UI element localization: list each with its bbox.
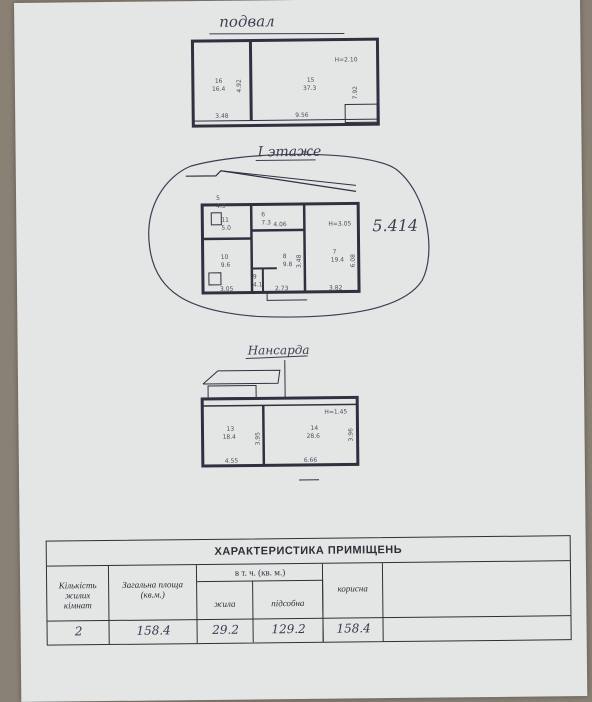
room-13-area: 18.4 <box>223 434 237 441</box>
col-useful-header: корисна <box>323 583 382 594</box>
table-grid: Кількість жилих кімнат Загальна площа (к… <box>47 561 571 644</box>
value-living: 29.2 <box>198 622 254 637</box>
room-7-number: 7 <box>333 249 337 256</box>
room-5-area: 4.9 <box>216 203 226 210</box>
floor1-dim-f: 6.08 <box>350 254 357 268</box>
attic-dim-b: 6.66 <box>304 457 318 464</box>
floor1-dim-b: 3.05 <box>220 286 234 293</box>
basement-dim-b: 7.92 <box>352 86 359 100</box>
basement-dim-c: 3.48 <box>215 113 229 120</box>
attic-dim-c: 3.95 <box>255 432 262 446</box>
document-sheet: подвал 16 16.4 15 37.3 H=2.10 3.48 9.56 … <box>14 0 587 702</box>
room-9-number: 9 <box>253 273 257 280</box>
floor1-plan <box>186 169 359 301</box>
room-8-area: 9.8 <box>283 261 293 268</box>
basement-dim-d: 9.56 <box>295 112 309 119</box>
attic-height: H=1.45 <box>324 408 347 415</box>
handwritten-note: 5.414 <box>372 216 418 235</box>
floor-plan: подвал 16 16.4 15 37.3 H=2.10 3.48 9.56 … <box>14 0 586 543</box>
attic-dim-a: 4.55 <box>225 458 239 465</box>
value-total: 158.4 <box>110 623 198 638</box>
room-16-area: 16.4 <box>212 86 226 93</box>
room-14-number: 14 <box>310 425 318 432</box>
room-10-area: 9.6 <box>221 262 231 269</box>
col-total-header: Загальна площа (кв.м.) <box>109 579 196 600</box>
room-9-area: 4.1 <box>253 281 263 288</box>
room-11-number: 11 <box>221 217 229 224</box>
floor1-dim-c: 2.73 <box>275 285 289 292</box>
floor1-height: H=3.05 <box>328 220 351 227</box>
room-13-number: 13 <box>226 426 234 433</box>
floor1-dim-d: 3.82 <box>329 285 343 292</box>
basement-dim-a: 4.92 <box>236 79 243 93</box>
floor1-dim-a: 4.06 <box>273 221 287 228</box>
basement-label: подвал <box>219 12 275 31</box>
floor1-dim-e: 3.48 <box>296 254 303 268</box>
floor1-label: I этаже <box>257 144 322 161</box>
room-10-number: 10 <box>221 254 229 261</box>
room-15-area: 37.3 <box>303 85 317 92</box>
value-useful: 158.4 <box>324 621 384 636</box>
room-6-number: 6 <box>261 211 265 218</box>
basement-height: H=2.10 <box>335 56 358 63</box>
room-6-area: 7.3 <box>261 219 271 226</box>
room-5-number: 5 <box>216 195 220 202</box>
room-16-number: 16 <box>215 78 223 85</box>
room-8-number: 8 <box>283 253 287 260</box>
value-rooms: 2 <box>48 624 110 639</box>
value-aux: 129.2 <box>254 622 324 637</box>
col-rooms-header: Кількість жилих кімнат <box>47 580 108 611</box>
room-15-number: 15 <box>307 77 315 84</box>
room-14-area: 28.6 <box>307 433 321 440</box>
room-11-area: 5.0 <box>221 225 231 232</box>
attic-label: Нансарда <box>247 343 310 358</box>
room-7-area: 19.4 <box>331 257 345 264</box>
attic-dim-d: 3.96 <box>347 428 354 442</box>
premises-table: ХАРАКТЕРИСТИКА ПРИМІЩЕНЬ Кількість жилих… <box>46 535 572 645</box>
